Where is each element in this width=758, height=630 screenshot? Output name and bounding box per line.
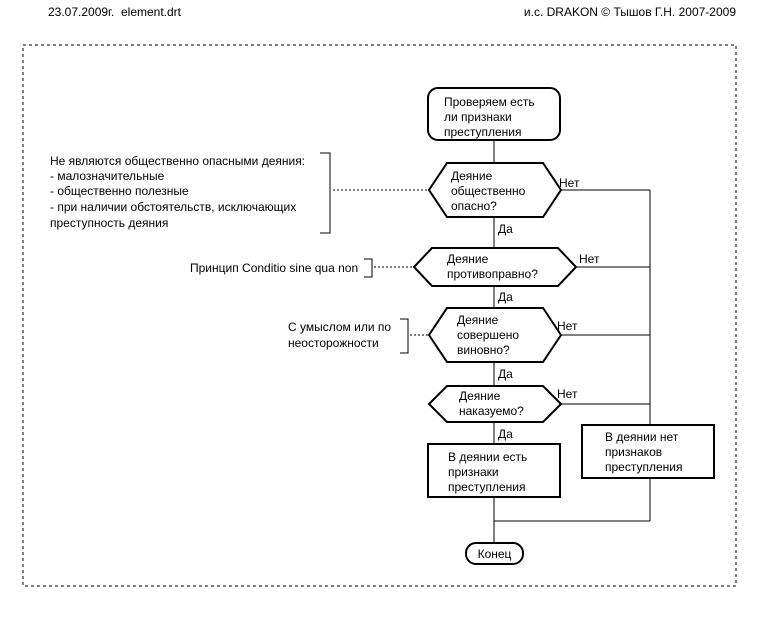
question-2-node xyxy=(412,247,578,287)
comment-1-line-4: - при наличии обстоятельств, исключающих xyxy=(50,200,296,214)
question-2-line-1: Деяние xyxy=(447,252,489,266)
header-copyright: и.с. DRAKON © Тышов Г.Н. 2007-2009 xyxy=(523,5,736,19)
yes-action-line-1: В деянии есть xyxy=(448,450,527,464)
start-node xyxy=(427,87,561,141)
question-3-yes-label: Да xyxy=(498,367,513,381)
no-action-line-2: признаков xyxy=(605,445,662,459)
comment-1-line-1: Не являются общественно опасными деяния: xyxy=(50,154,305,168)
no-action-node xyxy=(581,424,715,479)
diagram-frame xyxy=(22,44,737,587)
comment-bracket-3 xyxy=(400,318,409,354)
header-date-filename: 23.07.2009г. element.drt xyxy=(48,5,182,19)
question-2-yes-label: Да xyxy=(498,290,513,304)
no-action-line-3: преступления xyxy=(605,460,682,474)
question-3-node xyxy=(427,307,563,363)
comment-bracket-1 xyxy=(320,152,331,234)
question-4-node xyxy=(427,385,563,423)
question-1-line-1: Деяние xyxy=(451,169,493,183)
question-4-line-1: Деяние xyxy=(459,389,501,403)
question-2-no-label: Нет xyxy=(579,252,600,266)
question-4-yes-label: Да xyxy=(498,427,513,441)
question-1-node xyxy=(427,162,563,218)
question-2-line-2: противоправно? xyxy=(447,267,538,281)
comment-1-line-2: - малозначительные xyxy=(50,169,165,183)
question-1-line-3: опасно? xyxy=(451,199,497,213)
no-action-line-1: В деянии нет xyxy=(605,430,679,444)
comment-3-line-1: С умыслом или по xyxy=(288,320,391,334)
question-3-line-1: Деяние xyxy=(457,313,499,327)
comment-1-line-5: преступность деяния xyxy=(50,216,168,230)
start-node-line-1: Проверяем есть xyxy=(444,95,535,109)
question-4-line-2: наказуемо? xyxy=(459,404,524,418)
question-3-line-2: совершено xyxy=(457,328,519,342)
question-1-line-2: общественно xyxy=(451,184,526,198)
end-node-label: Конец xyxy=(478,547,512,561)
question-4-no-label: Нет xyxy=(557,387,578,401)
yes-action-line-3: преступления xyxy=(448,480,525,494)
start-node-line-2: ли признаки xyxy=(444,110,512,124)
yes-action-line-2: признаки xyxy=(448,465,499,479)
end-node xyxy=(465,542,524,565)
question-3-no-label: Нет xyxy=(557,319,578,333)
question-1-no-label: Нет xyxy=(559,176,580,190)
comment-3-line-2: неосторожности xyxy=(288,336,379,350)
question-3-line-3: виновно? xyxy=(457,343,510,357)
question-1-yes-label: Да xyxy=(498,222,513,236)
yes-action-node xyxy=(427,443,561,498)
comment-bracket-2 xyxy=(364,258,373,278)
start-node-line-3: преступления xyxy=(444,125,521,139)
comment-2-line-1: Принцип Conditio sine qua non xyxy=(190,261,358,275)
comment-1-line-3: - общественно полезные xyxy=(50,184,189,198)
